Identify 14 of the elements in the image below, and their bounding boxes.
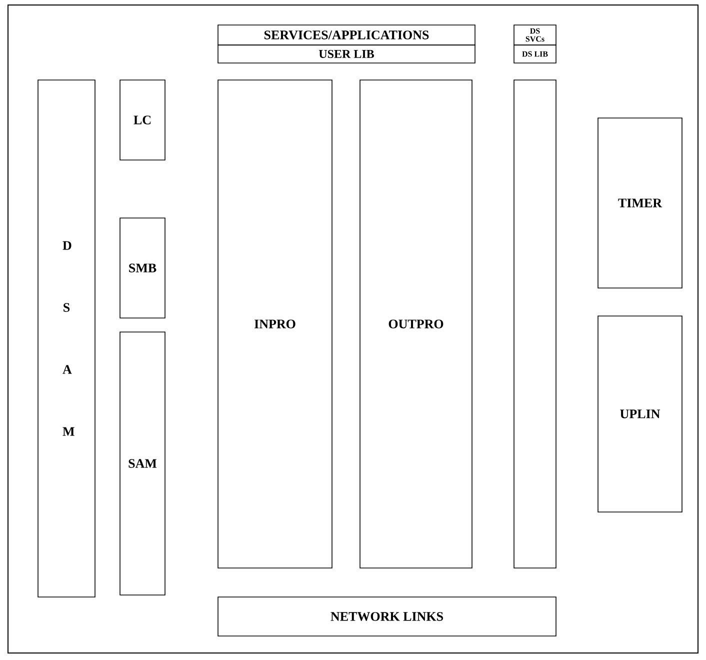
module-box: SERVICES/APPLICATIONS [218, 24, 476, 46]
module-box: SAM [120, 332, 166, 596]
module-box: LC [120, 80, 166, 160]
module-box: USER LIB [218, 44, 476, 64]
empty-box [514, 80, 556, 568]
module-box: DS SVCs [514, 24, 556, 46]
module-box: OUTPRO [360, 80, 472, 568]
module-box: INPRO [218, 80, 332, 568]
module-box: NETWORK LINKS [218, 596, 556, 636]
module-box: UPLIN [598, 316, 682, 512]
module-box: TIMER [598, 118, 682, 288]
module-box: D S A M [38, 80, 96, 598]
module-box: SMB [120, 218, 166, 318]
module-box: DS LIB [514, 44, 556, 64]
